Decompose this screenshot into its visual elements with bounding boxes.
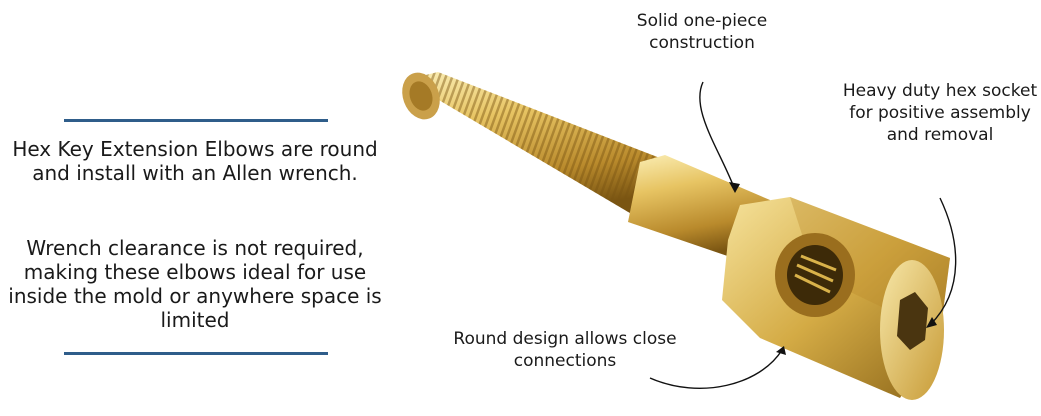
arrow-heads <box>729 182 937 355</box>
hex-arrow-line <box>929 197 957 326</box>
callout-hex-socket: Heavy duty hex socket for positive assem… <box>842 81 1038 145</box>
callout-arrows <box>649 81 957 389</box>
description-paragraph-1: Hex Key Extension Elbows are round and i… <box>12 137 378 185</box>
description-paragraph-2: Wrench clearance is not required, making… <box>8 236 382 332</box>
round-arrow-line <box>649 349 783 389</box>
callout-solid-construction: Solid one-piece construction <box>636 11 768 53</box>
top-divider <box>64 119 328 122</box>
bottom-divider <box>64 352 328 355</box>
hex-socket-icon <box>897 292 928 350</box>
hex-socket-face <box>880 260 944 400</box>
round-arrow-head-icon <box>776 346 786 355</box>
solid-arrow-line <box>699 81 736 191</box>
solid-arrow-head-icon <box>729 182 740 193</box>
threaded-shaft <box>402 72 660 222</box>
callout-round-design: Round design allows close connections <box>453 329 677 371</box>
hex-arrow-head-icon <box>926 317 937 328</box>
